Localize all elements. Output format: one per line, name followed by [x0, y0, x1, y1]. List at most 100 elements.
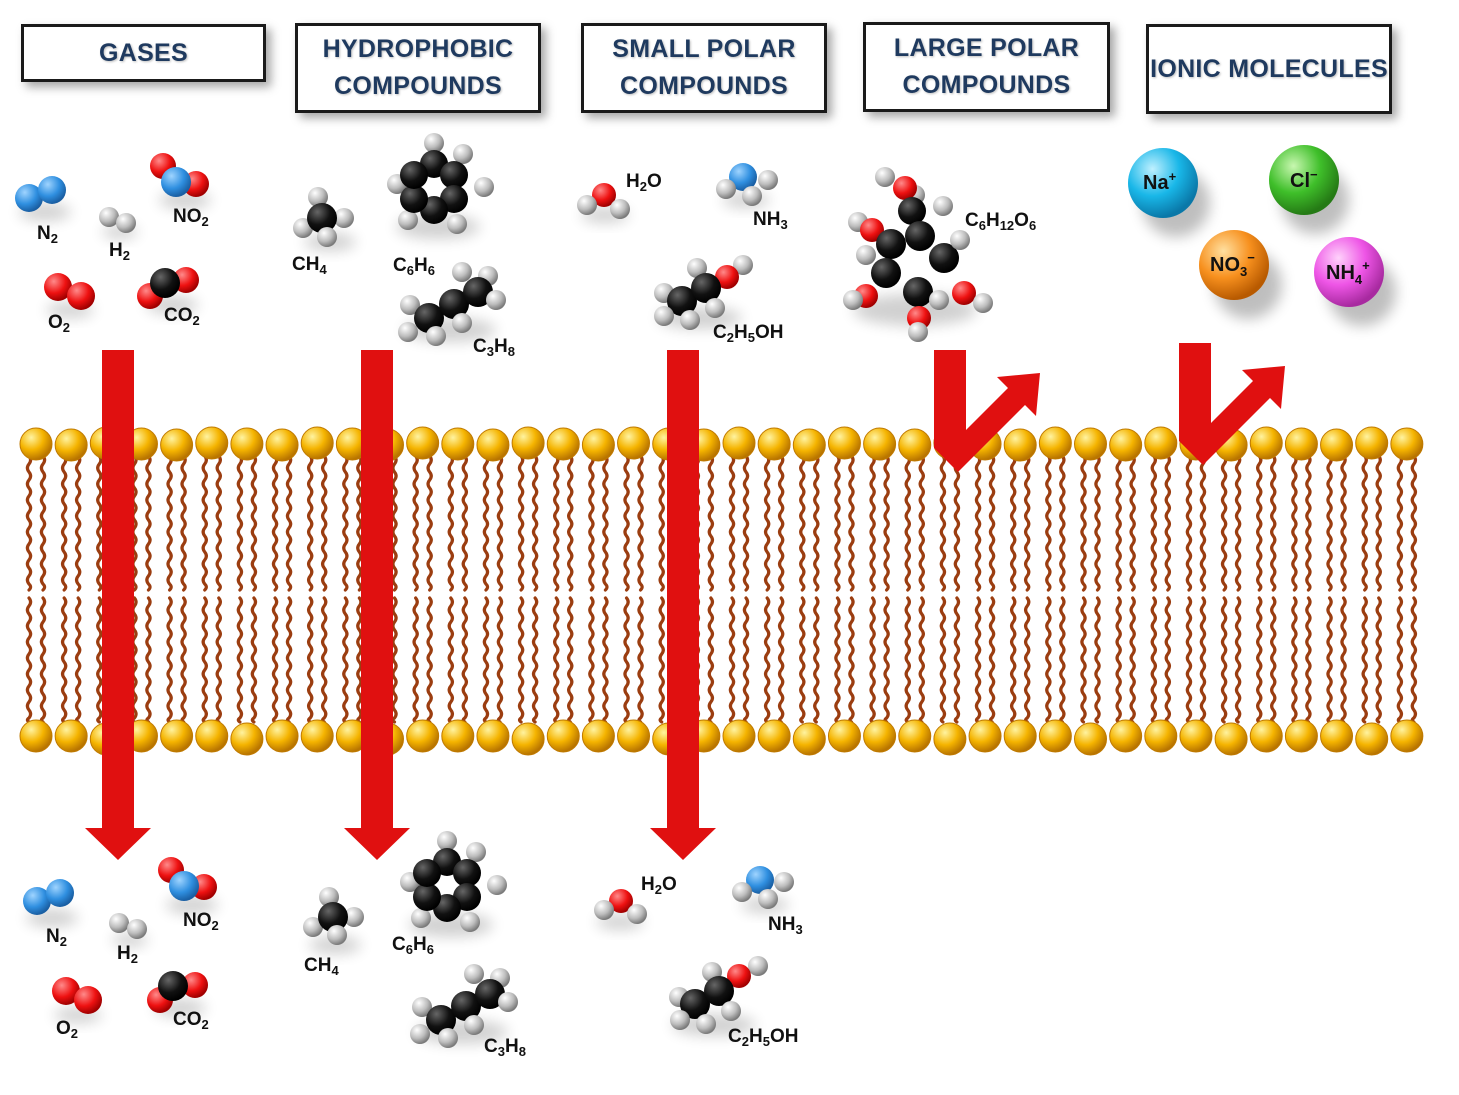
lipid-tail: [447, 596, 454, 724]
phospholipid-head: [1109, 428, 1143, 462]
lipid-tail: [1291, 596, 1298, 724]
c6h12o6-label: C6H12O6: [965, 210, 1036, 233]
c3h8-label-bottom: C3H8: [484, 1036, 526, 1059]
lipid-tail: [447, 454, 454, 592]
lipid-tail: [531, 454, 539, 592]
lipid-tail: [1305, 596, 1312, 724]
lipid-tail: [1080, 596, 1087, 724]
lipid-tail: [356, 596, 363, 724]
phospholipid-head: [581, 428, 615, 462]
lipid-tail: [482, 454, 490, 592]
lipid-tail: [145, 454, 152, 592]
nh3-molecule-bottom: [732, 866, 794, 913]
lipid-tail: [1234, 596, 1242, 724]
lipid-tail: [236, 454, 244, 592]
h2o-label-top: H2O: [626, 171, 662, 194]
lipid-tail: [1059, 596, 1066, 724]
lipid-tail: [250, 454, 258, 592]
phospholipid-head: [827, 426, 861, 460]
lipid-tail: [250, 596, 258, 724]
lipid-tail: [637, 454, 644, 592]
o2-label-bottom: O2: [56, 1018, 78, 1041]
h2-label-bottom: H2: [117, 943, 138, 966]
lipid-tail: [236, 596, 244, 724]
cl-ion-label: Cl−: [1290, 167, 1318, 192]
lipid-tail: [412, 454, 419, 592]
lipid-tail: [321, 454, 328, 592]
o2-label-top: O2: [48, 312, 70, 335]
category-box-ionic: IONIC MOLECULES: [1146, 24, 1392, 114]
lipid-tail: [1270, 454, 1277, 592]
c6h6-label-bottom: C6H6: [392, 934, 434, 957]
nh4-ion: [1314, 237, 1396, 326]
lipid-tail: [321, 596, 328, 724]
phospholipid-head: [54, 428, 88, 462]
lipid-tail: [74, 596, 82, 724]
lipid-tail: [1024, 454, 1031, 592]
category-box-small-polar: SMALL POLAR COMPOUNDS: [581, 23, 827, 113]
phospholipid-head: [1003, 719, 1037, 753]
lipid-tail: [799, 454, 806, 592]
n2-label-bottom: N2: [46, 926, 67, 949]
lipid-tail: [1199, 596, 1207, 724]
lipid-tail: [1080, 454, 1087, 592]
lipid-tail: [25, 596, 33, 724]
phospholipid-head: [757, 427, 791, 461]
lipid-tail: [707, 596, 715, 724]
lipid-tail: [883, 596, 890, 724]
phospholipid-head: [19, 719, 53, 753]
lipid-tail: [939, 454, 947, 592]
lipid-tail: [517, 454, 525, 592]
h2o-molecule-bottom: [594, 889, 647, 930]
lipid-tail: [215, 454, 222, 592]
lipid-tail: [180, 454, 187, 592]
nh3-label-top: NH3: [753, 209, 788, 232]
lipid-tail: [215, 596, 222, 724]
co2-molecule-bottom: [147, 971, 208, 1017]
lipid-tail: [918, 454, 925, 592]
lipid-tail: [567, 454, 574, 592]
lipid-tail: [1410, 454, 1418, 592]
lipid-tail: [588, 454, 595, 592]
phospholipid-head: [265, 719, 299, 753]
lipid-tail: [412, 596, 419, 724]
phospholipid-head: [1038, 426, 1072, 460]
phospholipid-head: [546, 719, 580, 753]
lipid-tail: [1410, 596, 1418, 724]
phospholipid-head: [1074, 722, 1107, 756]
ch4-molecule-top: [293, 187, 356, 251]
phospholipid-head: [54, 719, 88, 753]
phospholipid-head: [195, 719, 229, 753]
phospholipid-head: [546, 427, 580, 461]
lipid-tail: [531, 596, 539, 724]
phospholipid-head: [476, 719, 510, 753]
lipid-tail: [918, 596, 925, 724]
lipid-tail: [1270, 596, 1277, 724]
lipid-tail: [1375, 454, 1382, 592]
c3h8-molecule-top: [398, 262, 506, 346]
lipid-tail: [1010, 454, 1017, 592]
lipid-tail: [742, 454, 750, 592]
phospholipid-head: [722, 719, 756, 753]
nh3-label-bottom: NH3: [768, 914, 803, 937]
lipid-tail: [180, 596, 187, 724]
ch4-molecule-bottom: [303, 887, 364, 954]
phospholipid-head: [160, 428, 194, 462]
phospholipid-head: [1320, 719, 1354, 753]
lipid-tail: [1059, 454, 1066, 592]
lipid-tail: [201, 596, 208, 724]
lipid-tail: [1150, 454, 1157, 592]
no3-ion-label: NO3−: [1210, 250, 1255, 279]
phospholipid-head: [160, 719, 194, 753]
phospholipid-head: [1249, 426, 1283, 460]
lipid-tail: [1045, 454, 1052, 592]
lipid-tail: [1340, 454, 1347, 592]
lipid-tail: [974, 596, 982, 724]
arrow-small-polar-through: [650, 350, 716, 860]
lipid-tail: [271, 454, 279, 592]
lipid-tail: [1010, 596, 1017, 724]
n2-molecule-top: [15, 176, 71, 221]
lipid-tail: [553, 596, 560, 724]
phospholipid-head: [1144, 426, 1178, 460]
lipid-tail: [939, 596, 947, 724]
